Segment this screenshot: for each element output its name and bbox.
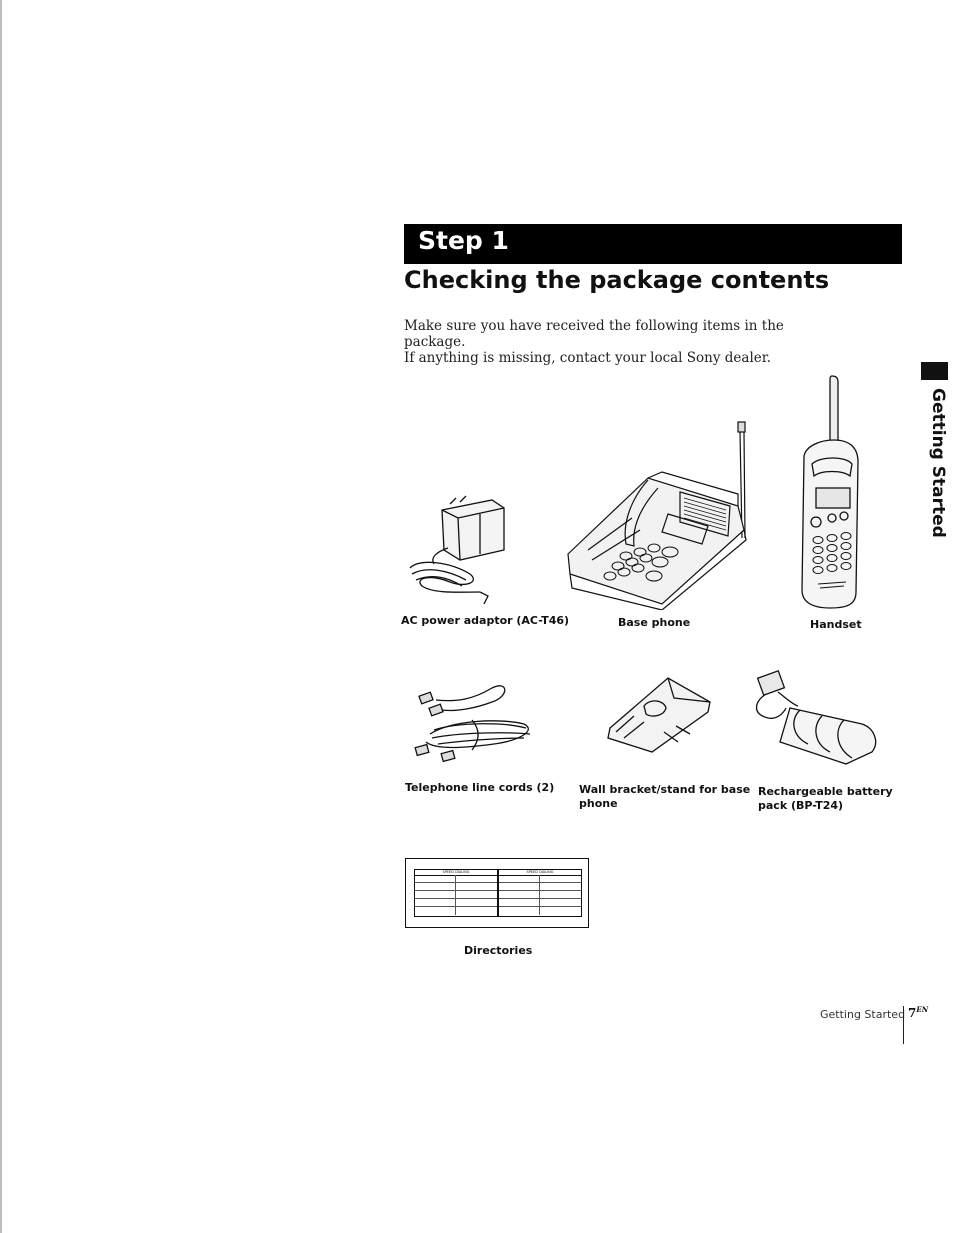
section-side-tab-label: Getting Started: [928, 388, 948, 538]
ac-adaptor-caption: AC power adaptor (AC-T46): [401, 614, 570, 627]
step-banner: Step 1: [404, 224, 902, 264]
wall-bracket-caption: Wall bracket/stand for base phone: [579, 783, 750, 811]
keypad-keys: [603, 543, 679, 582]
section-tab-marker: [921, 362, 948, 380]
page-number: 7EN: [908, 1005, 928, 1020]
battery-pack-caption-line-1: Rechargeable battery: [758, 785, 893, 798]
step-label: Step 1: [418, 226, 509, 255]
directories-illustration: SPEED DIALING SPEED DIALING: [405, 858, 589, 928]
battery-pack-illustration: [755, 669, 877, 765]
wall-bracket-illustration: [607, 677, 711, 753]
base-phone-illustration: [567, 421, 747, 610]
footer-divider: [903, 1006, 904, 1044]
intro-text: Make sure you have received the followin…: [404, 318, 824, 366]
intro-line-1: Make sure you have received the followin…: [404, 318, 784, 350]
footer-section-name: Getting Started: [820, 1008, 906, 1021]
battery-pack-caption: Rechargeable battery pack (BP-T24): [758, 785, 893, 813]
directories-caption: Directories: [464, 944, 533, 957]
page-title: Checking the package contents: [404, 266, 830, 294]
base-phone-caption: Base phone: [618, 616, 691, 629]
page-number-suffix: EN: [916, 1005, 929, 1014]
speaker-grille: [683, 497, 727, 531]
line-cords-caption: Telephone line cords (2): [405, 781, 555, 794]
directory-card-right: SPEED DIALING: [498, 869, 582, 917]
intro-line-2: If anything is missing, contact your loc…: [404, 350, 772, 366]
handset-caption: Handset: [810, 618, 862, 631]
page-edge-line: [0, 0, 2, 1233]
directory-right-header: SPEED DIALING: [499, 870, 581, 876]
section-side-tab: Getting Started: [914, 388, 954, 538]
directory-card-left: SPEED DIALING: [414, 869, 498, 917]
directory-left-header: SPEED DIALING: [415, 870, 497, 876]
handset-illustration: [801, 375, 859, 609]
battery-pack-caption-line-2: pack (BP-T24): [758, 799, 844, 812]
line-cords-illustration: [414, 685, 531, 763]
handset-keypad: [812, 532, 852, 589]
wall-bracket-caption-line-2: phone: [579, 797, 618, 810]
wall-bracket-caption-line-1: Wall bracket/stand for base: [579, 783, 751, 796]
ac-adaptor-illustration: [409, 495, 505, 605]
page-number-value: 7: [908, 1006, 917, 1020]
